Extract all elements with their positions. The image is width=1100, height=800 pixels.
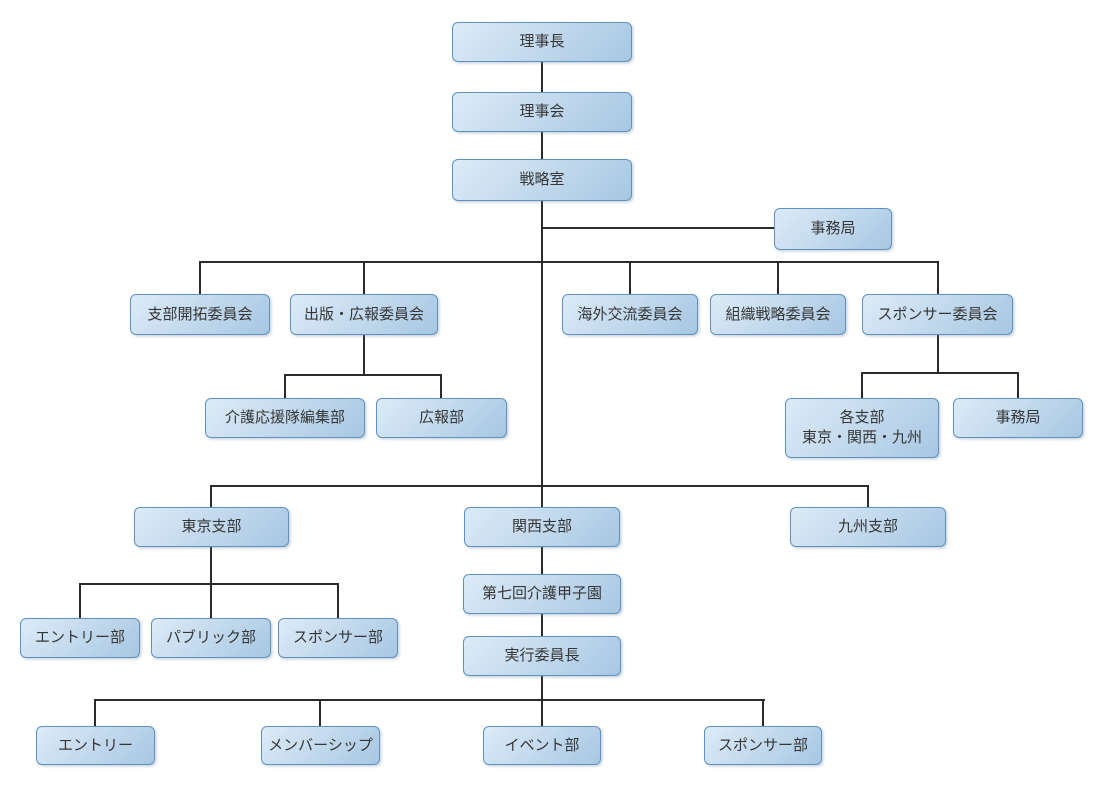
org-node-label: メンバーシップ <box>268 736 373 754</box>
connector-line <box>210 485 869 487</box>
org-node-label: 戦略室 <box>519 171 565 189</box>
connector-line <box>861 372 1019 374</box>
org-node-label: 広報部 <box>418 409 464 427</box>
connector-line <box>337 583 339 618</box>
org-node-secretariat-hq: 事務局 <box>774 208 892 250</box>
org-node-kaigo-koshien-7th: 第七回介護甲子園 <box>463 574 621 614</box>
org-node-label: 関西支部 <box>511 518 572 536</box>
org-node-committee-overseas: 海外交流委員会 <box>562 294 698 335</box>
org-node-committee-org-strategy: 組織戦略委員会 <box>710 294 846 335</box>
connector-line <box>541 676 543 700</box>
org-node-exec-membership: メンバーシップ <box>261 726 380 765</box>
org-node-secretariat-sponsor: 事務局 <box>953 398 1083 438</box>
connector-line <box>937 261 939 294</box>
org-node-label: 各支部 <box>839 409 885 427</box>
org-node-tokyo-entry-dept: エントリー部 <box>20 618 140 658</box>
org-node-kansai-branch: 関西支部 <box>464 507 620 547</box>
org-node-label: 介護応援隊編集部 <box>224 409 345 427</box>
connector-line <box>541 227 774 229</box>
org-node-label: 実行委員長 <box>504 647 580 665</box>
connector-line <box>210 547 212 584</box>
org-node-committee-branch-dev: 支部開拓委員会 <box>130 294 270 335</box>
connector-line <box>541 699 543 726</box>
connector-line <box>861 372 863 398</box>
org-node-label: 支部開拓委員会 <box>147 305 253 323</box>
connector-line <box>867 485 869 507</box>
connector-line <box>541 201 543 507</box>
connector-line <box>629 261 631 294</box>
org-node-label: スポンサー委員会 <box>877 305 998 323</box>
org-node-label: スポンサー部 <box>292 629 383 647</box>
connector-line <box>1017 372 1019 398</box>
connector-line <box>79 583 81 618</box>
org-node-exec-sponsor-dept: スポンサー部 <box>704 726 822 765</box>
org-node-pr-dept: 広報部 <box>376 398 507 438</box>
org-node-label: 東京支部 <box>181 518 242 536</box>
org-node-committee-sponsor: スポンサー委員会 <box>862 294 1013 335</box>
org-node-label: エントリー部 <box>34 629 125 647</box>
connector-line <box>284 374 442 376</box>
org-node-label: 東京・関西・九州 <box>801 429 922 446</box>
connector-line <box>762 699 764 726</box>
org-node-tokyo-public-dept: パブリック部 <box>151 618 271 658</box>
org-node-committee-publishing-pr: 出版・広報委員会 <box>290 294 438 335</box>
connector-line <box>541 547 543 574</box>
connector-line <box>541 614 543 636</box>
org-node-all-branches: 各支部 東京・関西・九州 <box>785 398 939 458</box>
org-node-tokyo-sponsor-dept: スポンサー部 <box>278 618 398 658</box>
org-node-label: スポンサー部 <box>717 736 808 754</box>
org-node-kyushu-branch: 九州支部 <box>790 507 946 547</box>
org-node-label: イベント部 <box>504 736 580 754</box>
org-node-strategy-office: 戦略室 <box>452 159 632 201</box>
org-node-label: 事務局 <box>995 409 1041 427</box>
org-node-chairman: 理事長 <box>452 22 632 62</box>
org-node-exec-chair: 実行委員長 <box>463 636 621 676</box>
org-node-board: 理事会 <box>452 92 632 132</box>
connector-line <box>94 699 96 726</box>
connector-line <box>210 485 212 507</box>
org-node-exec-event-dept: イベント部 <box>483 726 601 765</box>
connector-line <box>541 62 543 92</box>
connector-line <box>94 699 765 701</box>
connector-line <box>199 261 939 263</box>
connector-line <box>440 374 442 398</box>
org-node-tokyo-branch: 東京支部 <box>134 507 289 547</box>
org-node-label: 海外交流委員会 <box>577 305 683 323</box>
connector-line <box>937 335 939 373</box>
connector-line <box>777 261 779 294</box>
connector-line <box>541 132 543 159</box>
org-node-exec-entry: エントリー <box>36 726 155 765</box>
org-node-label: 組織戦略委員会 <box>725 305 831 323</box>
org-node-label: 事務局 <box>810 220 856 238</box>
org-node-label: 出版・広報委員会 <box>303 305 424 323</box>
connector-line <box>199 261 201 294</box>
org-node-label: エントリー <box>57 736 133 754</box>
connector-line <box>363 334 365 375</box>
connector-line <box>284 374 286 398</box>
org-node-kaigo-editorial: 介護応援隊編集部 <box>205 398 365 438</box>
org-node-label: パブリック部 <box>165 629 256 647</box>
connector-line <box>79 583 339 585</box>
org-node-label: 第七回介護甲子園 <box>481 585 602 603</box>
org-node-label: 理事長 <box>519 33 565 51</box>
org-node-label: 理事会 <box>519 103 565 121</box>
connector-line <box>210 583 212 618</box>
org-node-label: 九州支部 <box>837 518 898 536</box>
connector-line <box>319 699 321 726</box>
connector-line <box>363 261 365 294</box>
